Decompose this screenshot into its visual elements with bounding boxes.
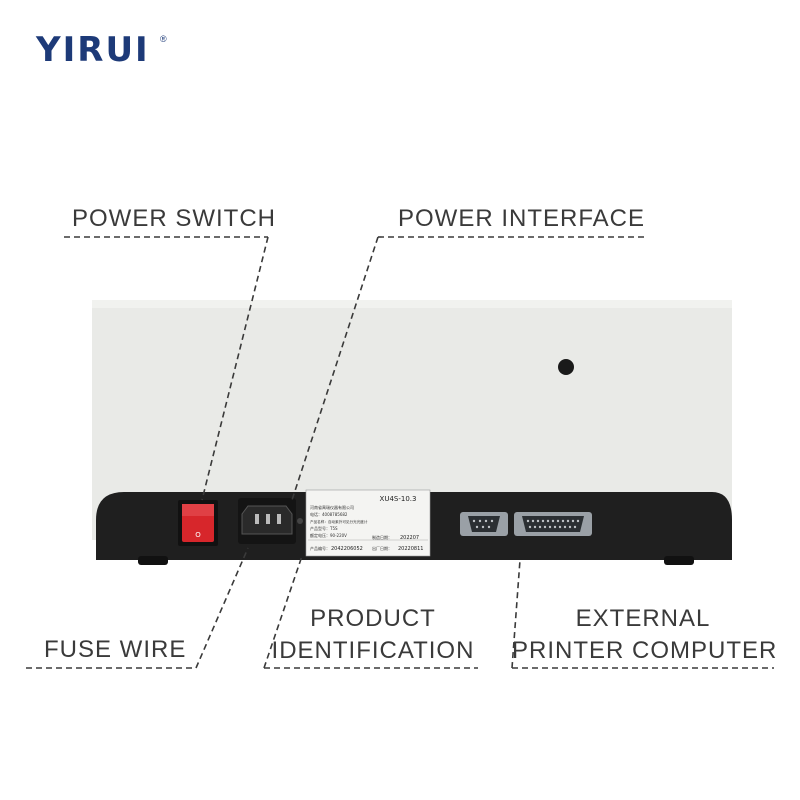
nameplate-factory-date: 20220811 bbox=[398, 546, 423, 552]
svg-text:O: O bbox=[195, 531, 201, 539]
leader-power-switch bbox=[201, 236, 269, 501]
nameplate-manufacture-date-label: 制造日期： bbox=[372, 534, 392, 540]
nameplate-serial-label: 产品编号： bbox=[310, 545, 330, 551]
label-product-identification: PRODUCT IDENTIFICATION bbox=[268, 603, 478, 667]
nameplate-rated-voltage: 额定电压：90-220V bbox=[310, 532, 347, 538]
nameplate-manufacture-date: 202207 bbox=[400, 535, 419, 541]
label-power-switch: POWER SWITCH bbox=[72, 205, 276, 232]
label-external-line2: PRINTER COMPUTER bbox=[512, 637, 778, 664]
label-fuse-wire: FUSE WIRE bbox=[44, 636, 187, 663]
label-product-identification-line1: PRODUCT bbox=[310, 605, 436, 632]
registered-mark: ® bbox=[160, 34, 167, 44]
label-product-identification-line2: IDENTIFICATION bbox=[271, 637, 475, 664]
leader-external-printer-computer bbox=[511, 559, 521, 669]
nameplate-factory-date-label: 出厂日期： bbox=[372, 545, 392, 551]
label-external-printer-computer: EXTERNAL PRINTER COMPUTER bbox=[512, 603, 778, 667]
leader-power-interface bbox=[291, 236, 379, 501]
panel-hole bbox=[558, 359, 574, 375]
nameplate-phone: 电话：4008785682 bbox=[310, 511, 348, 517]
nameplate-company: 河南省禹瑞仪器有限公司 bbox=[310, 504, 354, 510]
label-power-interface: POWER INTERFACE bbox=[398, 205, 646, 232]
nameplate-model: XU4S-10.3 bbox=[380, 495, 417, 503]
leader-fuse-wire bbox=[195, 547, 249, 669]
nameplate bbox=[305, 489, 431, 557]
foot-right bbox=[664, 556, 694, 565]
label-external-line1: EXTERNAL bbox=[575, 605, 711, 632]
nameplate-serial: 2042206052 bbox=[331, 546, 363, 552]
nameplate-product-name: 产品名称：自动紫外可见分光光度计 bbox=[310, 519, 368, 524]
nameplate-product-model: 产品型号：T5S bbox=[310, 525, 338, 531]
foot-left bbox=[138, 556, 168, 565]
brand-logo: YIRUI bbox=[36, 30, 150, 70]
